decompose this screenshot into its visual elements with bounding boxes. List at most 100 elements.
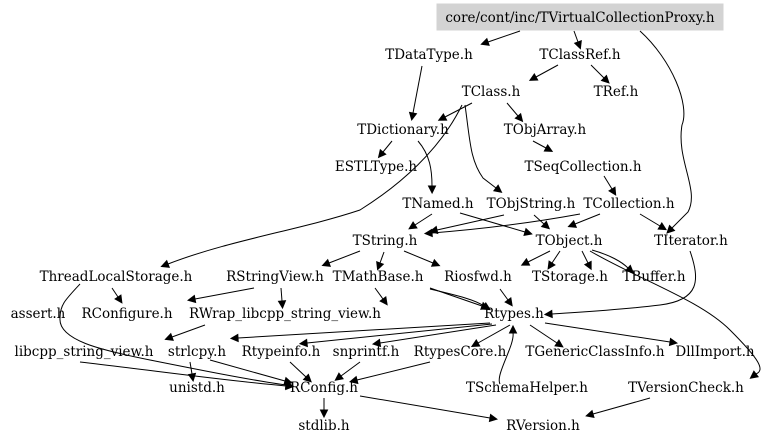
edge-arrowhead (319, 409, 329, 419)
edge-arrowhead (160, 259, 171, 268)
dependency-edge (533, 214, 545, 225)
dependency-edge (429, 288, 485, 307)
node-estltype: ESTLType.h (335, 159, 418, 175)
edge-arrowhead (423, 228, 433, 238)
node-labels: TDataType.h TClassRef.h TClass.h TRef.h … (11, 47, 755, 434)
node-rtypeinfo: Rtypeinfo.h (242, 344, 321, 360)
node-root: core/cont/inc/TVirtualCollectionProxy.h (445, 10, 715, 26)
dependency-edge (459, 212, 526, 233)
edge-arrowhead (408, 221, 418, 230)
dependency-edge (356, 361, 431, 381)
edge-arrowhead (349, 375, 359, 385)
dependency-edge (306, 323, 493, 344)
dependency-edge (527, 250, 551, 263)
edge-arrowhead (379, 296, 388, 306)
dependency-edge (111, 287, 119, 298)
edge-arrowhead (430, 258, 441, 267)
edge-arrowhead (277, 300, 287, 310)
dependency-edge (535, 64, 559, 78)
node-assert: assert.h (11, 306, 66, 322)
dependency-edge (340, 361, 361, 377)
dependency-edge (592, 397, 651, 415)
edge-arrowhead (164, 332, 174, 341)
node-tmathbase: TMathBase.h (333, 269, 424, 285)
node-riosfwd: Riosfwd.h (444, 269, 512, 285)
edge-arrowhead (334, 372, 344, 381)
node-tschemahelper: TSchemaHelper.h (466, 380, 588, 396)
dependency-edge (431, 213, 581, 234)
node-rstringview: RStringView.h (226, 269, 324, 285)
edge-arrowhead (528, 72, 539, 81)
node-tstorage: TStorage.h (532, 269, 608, 285)
dependency-edge (328, 250, 361, 264)
edge-arrowhead (481, 302, 491, 311)
dependency-edge (487, 30, 521, 43)
node-tclassref: TClassRef.h (539, 47, 621, 63)
dependency-edge (436, 214, 505, 231)
dependency-edge (573, 30, 579, 43)
edge-arrowhead (229, 333, 239, 343)
node-tdictionary: TDictionary.h (357, 122, 449, 138)
node-rconfigure: RConfigure.h (81, 306, 172, 322)
node-snprintf: snprintf.h (333, 344, 400, 360)
root-node-box (436, 3, 724, 31)
edge-arrowhead (408, 111, 418, 121)
dependency-edge (639, 30, 692, 229)
node-tobject: TObject.h (536, 233, 603, 249)
node-tobjarray: TObjArray.h (504, 122, 587, 138)
node-titerator: TIterator.h (654, 233, 728, 249)
node-tcollection: TCollection.h (583, 196, 675, 212)
dependency-edge (403, 250, 434, 264)
node-tclass: TClass.h (462, 84, 521, 100)
edge-arrowhead (543, 143, 554, 152)
edge-arrowhead (540, 220, 551, 230)
node-tdatatype: TDataType.h (385, 47, 473, 63)
edge-arrowhead (573, 40, 582, 50)
node-rversion: RVersion.h (506, 418, 580, 434)
edge-arrowhead (470, 338, 481, 347)
edge-arrowhead (492, 184, 503, 193)
dependency-edge (374, 287, 384, 300)
node-strlcpy: strlcpy.h (168, 344, 226, 360)
dependency-edge (444, 102, 473, 118)
edge-arrowhead (585, 409, 595, 419)
node-tversioncheck: TVersionCheck.h (628, 380, 744, 396)
edge-arrowhead (657, 222, 667, 231)
dependency-edge (237, 322, 491, 339)
edges-layer (59, 30, 761, 423)
edge-arrowhead (285, 381, 295, 391)
edge-arrowhead (187, 294, 197, 304)
edge-arrowhead (523, 227, 533, 236)
edge-arrowhead (666, 224, 676, 234)
edge-arrowhead (504, 297, 513, 307)
dependency-edge (498, 332, 514, 385)
edge-arrowhead (547, 260, 556, 270)
node-stdlib: stdlib.h (298, 418, 350, 434)
node-dllimport: DllImport.h (675, 344, 755, 360)
edge-arrowhead (427, 185, 437, 195)
node-rconfig: RConfig.h (290, 380, 358, 396)
node-tbuffer: TBuffer.h (622, 269, 685, 285)
node-tstring: TString.h (353, 233, 418, 249)
dependency-edge (209, 359, 286, 382)
edge-arrowhead (321, 258, 332, 267)
dependency-edge (591, 249, 629, 269)
dependency-edge (280, 287, 283, 302)
edge-arrowhead (302, 373, 312, 383)
node-rwrap: RWrap_libcpp_string_view.h (189, 306, 381, 322)
edge-arrowhead (298, 338, 308, 348)
edge-arrowhead (520, 257, 531, 266)
dependency-edge (171, 324, 206, 338)
dependency-edge (412, 65, 423, 114)
dependency-edge (477, 324, 511, 344)
node-rtypes: Rtypes.h (484, 306, 544, 322)
node-unistd: unistd.h (169, 380, 225, 396)
node-threadlocalstorage: ThreadLocalStorage.h (40, 269, 193, 285)
node-tgenericclassinfo: TGenericClassInfo.h (525, 344, 665, 360)
dependency-edge (529, 324, 558, 344)
edge-arrowhead (600, 74, 610, 84)
edge-arrowhead (567, 219, 578, 228)
dependency-edge (581, 250, 589, 264)
edge-arrowhead (488, 413, 499, 423)
